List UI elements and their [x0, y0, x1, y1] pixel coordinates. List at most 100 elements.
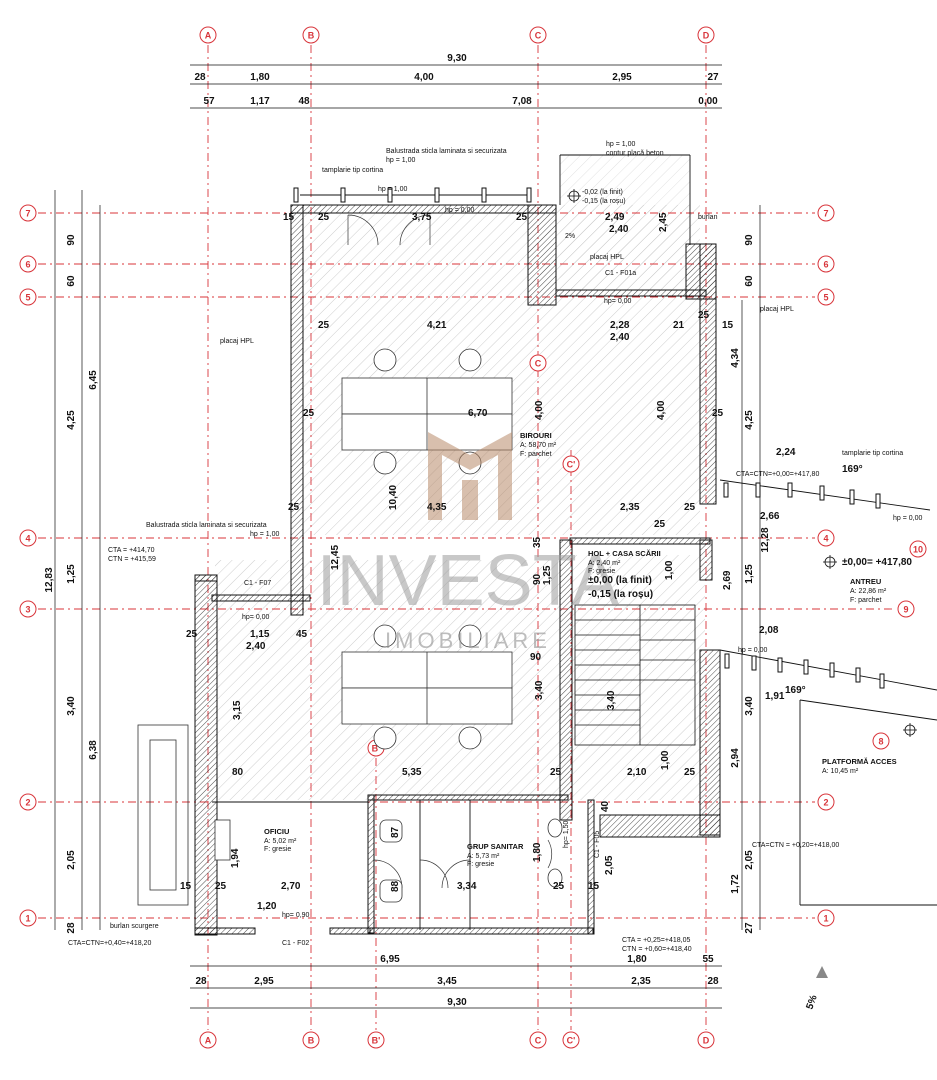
axis-bubble-1-left: 1	[19, 909, 37, 927]
dim-right-inner-2: 12,28	[760, 527, 771, 552]
furniture	[341, 348, 513, 750]
note-angle-2: 169°	[785, 685, 806, 696]
room-grup-floor: F: gresie	[467, 861, 494, 868]
idim: 80	[232, 767, 244, 778]
idim: 2,49	[605, 212, 625, 223]
idim: 25	[516, 212, 528, 223]
dim-top-overall: 9,30	[447, 53, 467, 64]
dim-top-r2-2: 1,17	[250, 96, 270, 107]
axis-bubble-6-left: 6	[19, 255, 37, 273]
idim: 25	[684, 767, 696, 778]
idim: 2,10	[627, 767, 647, 778]
axis-bubble-d-top: D	[697, 26, 715, 44]
axis-bubble-4-right: 4	[817, 529, 835, 547]
axis-bubble-c-top: C	[529, 26, 547, 44]
level-marker-icon	[903, 723, 917, 737]
room-antreu-area: A: 22,86 m²	[850, 588, 887, 595]
axis-label: D	[703, 1036, 710, 1046]
room-antreu-name: ANTREU	[850, 577, 881, 586]
dim-left-seg-6: 2,05	[66, 850, 77, 870]
idim: 1,91	[765, 691, 785, 702]
idim: 25	[288, 502, 300, 513]
axis-bubble-4-left: 4	[19, 529, 37, 547]
idim: 1,00	[664, 560, 675, 580]
idim: 35	[532, 536, 543, 548]
room-platforma-name: PLATFORMĂ ACCES	[822, 757, 897, 766]
idim: 25	[712, 408, 724, 419]
room-hol-floor: F: gresie	[588, 568, 615, 575]
note-hp-000-e: hp = 0,00	[738, 647, 767, 654]
dim-left-mid-a: 6,45	[88, 370, 99, 390]
axis-bubble-b-top: B	[302, 26, 320, 44]
axis-bubble-a-bottom: A	[199, 1031, 217, 1049]
note-placaj-a: placaj HPL	[590, 254, 624, 261]
note-cta-bottom: CTA = +0,25=+418,05	[622, 937, 690, 944]
axis-label: B'	[372, 744, 381, 754]
axis-bubble-b-bottom: B	[302, 1031, 320, 1049]
axis-label: 7	[823, 209, 828, 219]
curtain-wall-posts	[293, 187, 885, 689]
idim: 1,00	[660, 750, 671, 770]
axis-label: 7	[25, 209, 30, 219]
watermark-brand: INVESTA	[317, 541, 620, 621]
idim: 21	[673, 320, 685, 331]
interior-dims: 15 25 3,75 25 2,49 2,40 2,45 25 4,21 2,2…	[180, 212, 796, 912]
room-oficiu-name: OFICIU	[264, 827, 289, 836]
idim: 40	[600, 800, 611, 812]
idim: 25	[215, 881, 227, 892]
idim: 1,80	[532, 842, 543, 862]
note-hp-100-d: hp = 1,00	[250, 531, 279, 538]
dim-top-5: 27	[707, 72, 719, 83]
note-angle-1: 169°	[842, 464, 863, 475]
note-c1-f01a: C1 - F01a	[605, 270, 636, 277]
note-level-finit: -0,02 (la finit)	[582, 189, 623, 196]
level-marker-icon	[823, 555, 837, 569]
note-level-rosu2: -0,15 (la roșu)	[588, 589, 653, 600]
note-hp-100-c: hp = 1,00	[606, 141, 635, 148]
axis-label: C	[535, 31, 542, 41]
dim-bottom-r2-5: 28	[707, 976, 719, 987]
idim: 25	[318, 320, 330, 331]
dim-bottom-r2-1: 28	[195, 976, 207, 987]
idim: 3,34	[457, 881, 477, 892]
idim: 25	[553, 881, 565, 892]
axis-bubble-3-left: 3	[19, 600, 37, 618]
axis-label: A	[205, 31, 212, 41]
note-balustrada-top: Balustrada sticla laminata si securizata	[386, 148, 507, 155]
note-placaj-b: placaj HPL	[760, 306, 794, 313]
investa-logo	[428, 432, 512, 520]
idim: 1,25	[542, 565, 553, 585]
note-c1-f07: C1 - F07	[244, 580, 271, 587]
idim: 25	[684, 502, 696, 513]
idim: 25	[550, 767, 562, 778]
idim: 25	[654, 519, 666, 530]
axis-label: 6	[25, 260, 30, 270]
idim: 15	[180, 881, 192, 892]
idim: 15	[283, 212, 295, 223]
dim-bottom-r2-2: 2,95	[254, 976, 274, 987]
idim: 15	[722, 320, 734, 331]
idim: 3,75	[412, 212, 432, 223]
idim: 25	[318, 212, 330, 223]
axis-bubble-7-right: 7	[817, 204, 835, 222]
note-level-rosu: -0,15 (la roșu)	[582, 198, 626, 205]
note-hp-090: hp= 0,90	[282, 912, 310, 919]
slope-arrow-icon	[816, 966, 828, 978]
idim: 12,45	[330, 545, 341, 570]
dim-top-3: 4,00	[414, 72, 434, 83]
dim-top-r2-5: 0,00	[698, 96, 718, 107]
idim: 4,21	[427, 320, 447, 331]
dimensions-top	[190, 64, 722, 1009]
room-oficiu-area: A: 5,02 m²	[264, 838, 297, 845]
note-ctn-bottom: CTN = +0,60=+418,40	[622, 946, 692, 953]
note-cta-left: CTA = +414,70	[108, 547, 155, 554]
note-c1-f05: C1 - F05	[594, 831, 601, 858]
axis-bubble-7-left: 7	[19, 204, 37, 222]
axis-bubble-c-bottom: C	[529, 1031, 547, 1049]
room-grup-name: GRUP SANITAR	[467, 842, 524, 851]
room-birouri-area: A: 58,70 m²	[520, 442, 557, 449]
room-platforma-area: A: 10,45 m²	[822, 768, 859, 775]
axis-label: 1	[25, 914, 30, 924]
note-hp-100-b: hp = 1,00	[378, 186, 407, 193]
